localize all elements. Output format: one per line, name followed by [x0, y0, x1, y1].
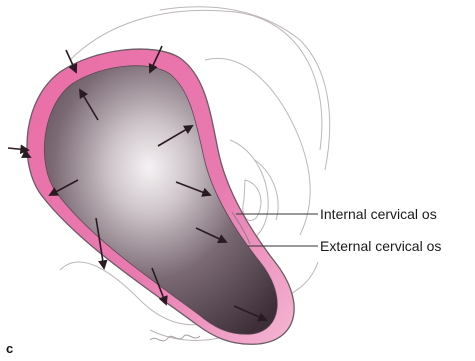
label-external-cervical-os: External cervical os [320, 239, 441, 253]
arrow-left-outside [8, 148, 28, 150]
label-internal-cervical-os: Internal cervical os [320, 207, 437, 221]
arrow-left-lower [28, 156, 30, 157]
panel-letter: c [6, 342, 13, 355]
